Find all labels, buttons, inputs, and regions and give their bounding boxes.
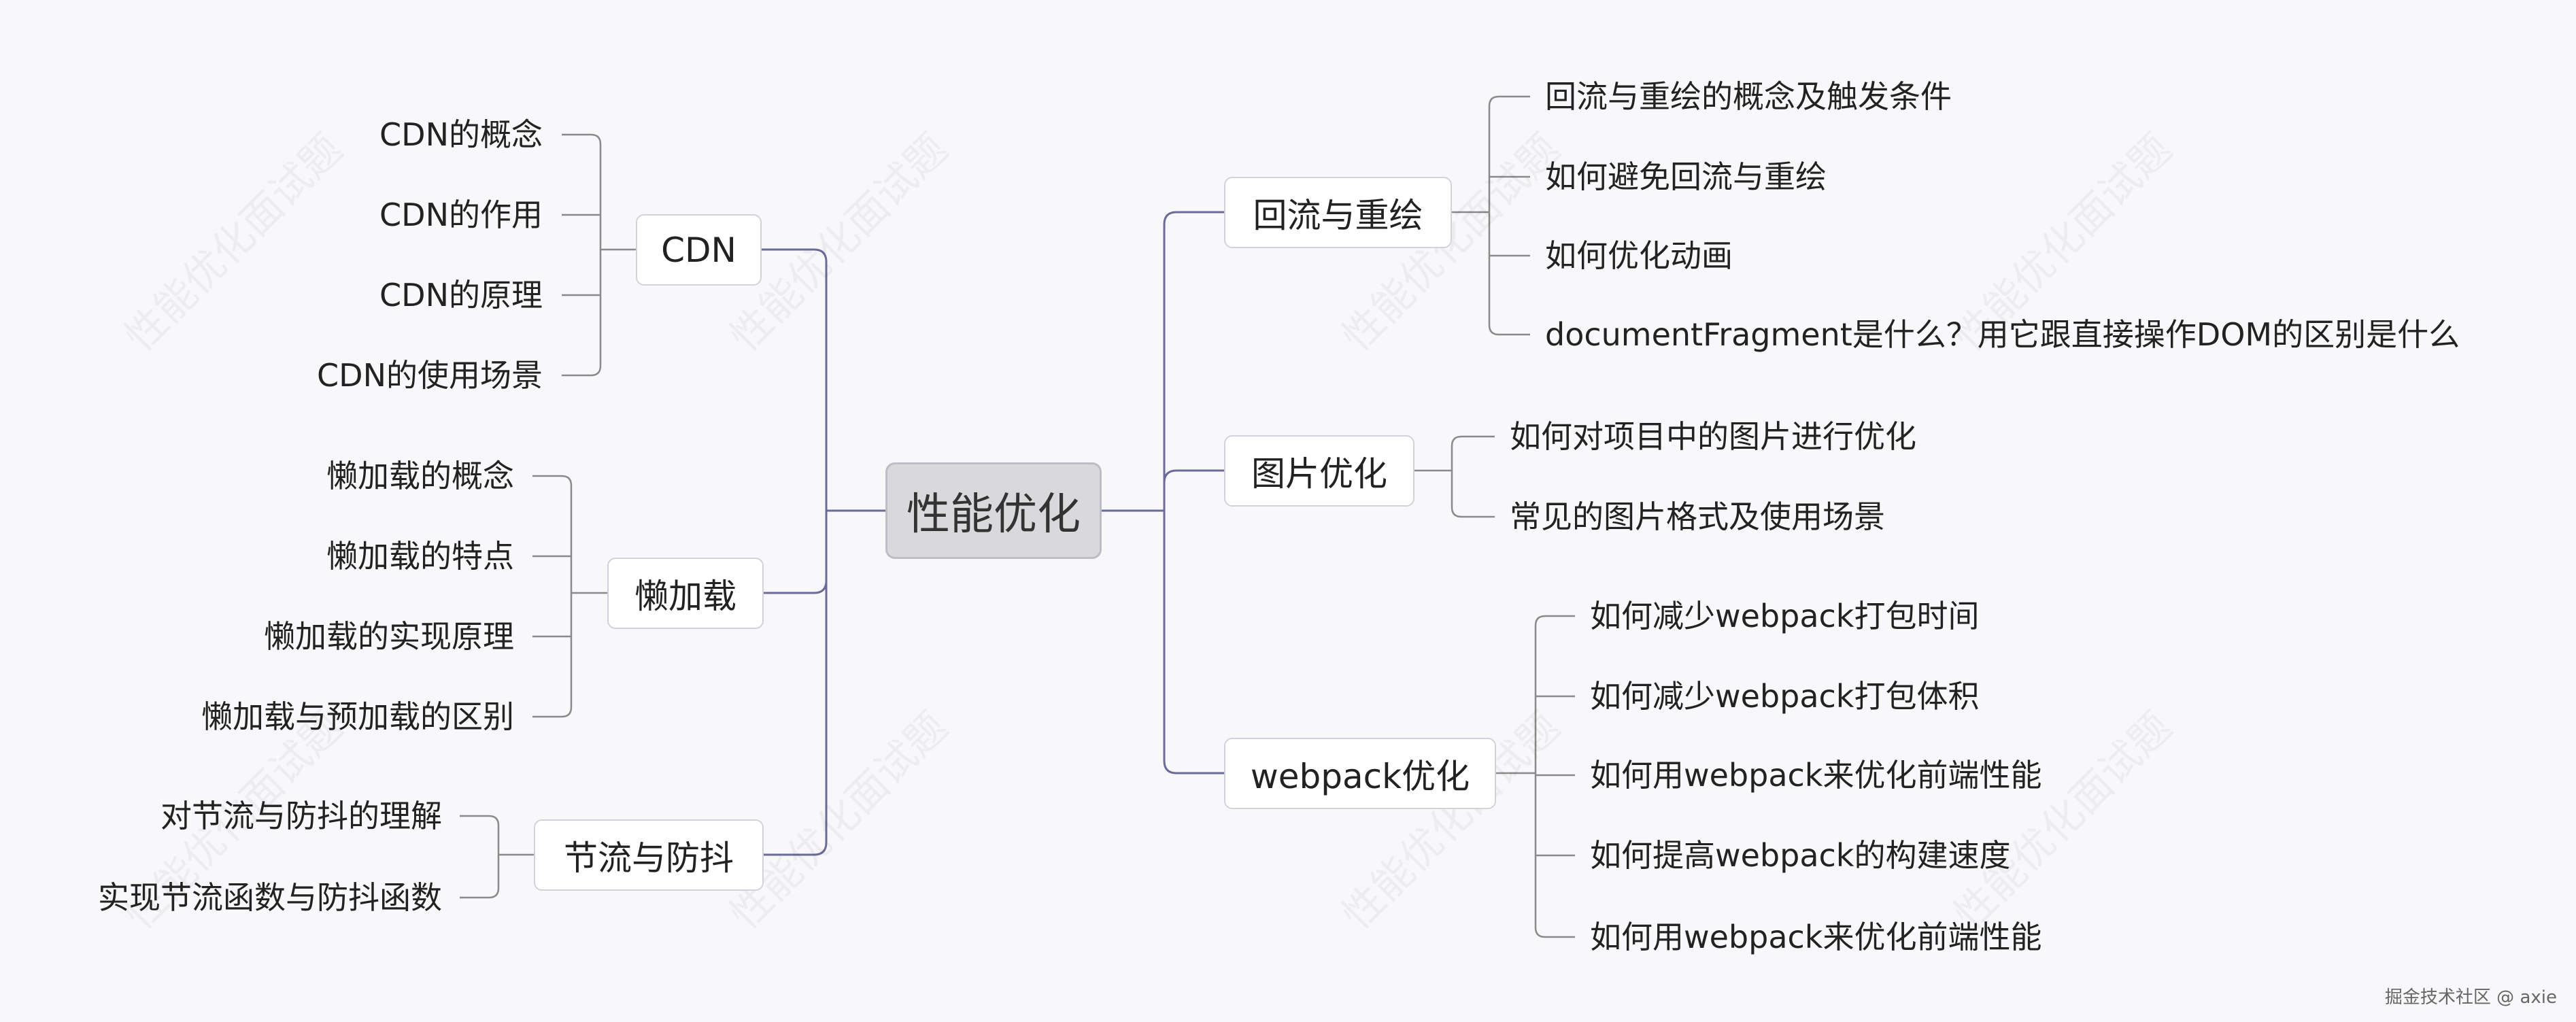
branch-lazy-load[interactable]: 懒加载 xyxy=(607,558,764,629)
leaf-reflow-animation[interactable]: 如何优化动画 xyxy=(1545,237,1733,274)
leaf-throttle-understanding[interactable]: 对节流与防抖的理解 xyxy=(160,798,442,834)
leaf-reflow-avoid[interactable]: 如何避免回流与重绘 xyxy=(1545,158,1827,195)
leaf-image-formats[interactable]: 常见的图片格式及使用场景 xyxy=(1510,498,1885,535)
leaf-webpack-perf-2[interactable]: 如何用webpack来优化前端性能 xyxy=(1590,919,2042,955)
leaf-throttle-implementation[interactable]: 实现节流函数与防抖函数 xyxy=(98,879,442,916)
connector-root-branch-left-2 xyxy=(764,511,828,856)
connector-bracket-right-0 xyxy=(1488,95,1530,336)
connector-bracket-left-0 xyxy=(562,133,602,377)
branch-webpack-optimization[interactable]: webpack优化 xyxy=(1224,738,1496,809)
branch-cdn[interactable]: CDN xyxy=(636,214,762,286)
branch-throttle-debounce[interactable]: 节流与防抖 xyxy=(534,819,764,891)
leaf-cdn-principle[interactable]: CDN的原理 xyxy=(379,277,543,313)
leaf-lazy-concept[interactable]: 懒加载的概念 xyxy=(326,458,514,494)
leaf-webpack-speed[interactable]: 如何提高webpack的构建速度 xyxy=(1590,837,2011,874)
branch-reflow-repaint[interactable]: 回流与重绘 xyxy=(1224,177,1452,248)
connector-bracket-right-1 xyxy=(1451,435,1495,518)
leaf-webpack-perf[interactable]: 如何用webpack来优化前端性能 xyxy=(1590,757,2042,794)
branch-image-optimization[interactable]: 图片优化 xyxy=(1224,435,1414,507)
root-node[interactable]: 性能优化 xyxy=(885,462,1102,559)
leaf-cdn-role[interactable]: CDN的作用 xyxy=(379,197,543,233)
connector-root-branch-right-0 xyxy=(1163,211,1224,511)
leaf-lazy-principle[interactable]: 懒加载的实现原理 xyxy=(264,618,514,655)
leaf-cdn-concept[interactable]: CDN的概念 xyxy=(379,116,543,153)
leaf-lazy-vs-preload[interactable]: 懒加载与预加载的区别 xyxy=(201,698,514,735)
connector-bracket-right-2 xyxy=(1534,615,1575,938)
leaf-reflow-concept[interactable]: 回流与重绘的概念及触发条件 xyxy=(1545,78,1952,115)
leaf-reflow-fragment[interactable]: documentFragment是什么？用它跟直接操作DOM的区别是什么 xyxy=(1545,316,2460,353)
leaf-cdn-scenarios[interactable]: CDN的使用场景 xyxy=(317,357,543,394)
leaf-webpack-time[interactable]: 如何减少webpack打包时间 xyxy=(1590,598,1980,634)
connector-bracket-left-1 xyxy=(532,475,573,718)
leaf-image-optimize[interactable]: 如何对项目中的图片进行优化 xyxy=(1510,418,1916,455)
leaf-lazy-features[interactable]: 懒加载的特点 xyxy=(326,538,514,575)
connector-root-branch-right-2 xyxy=(1163,511,1224,774)
connector-root-branch-left-0 xyxy=(762,248,828,511)
connector-root-branch-right-1 xyxy=(1163,469,1224,511)
leaf-webpack-size[interactable]: 如何减少webpack打包体积 xyxy=(1590,678,1980,715)
connector-root-branch-left-1 xyxy=(764,511,828,594)
credit-text: 掘金技术社区 @ axie xyxy=(2384,987,2557,1008)
connector-bracket-left-2 xyxy=(460,815,500,899)
